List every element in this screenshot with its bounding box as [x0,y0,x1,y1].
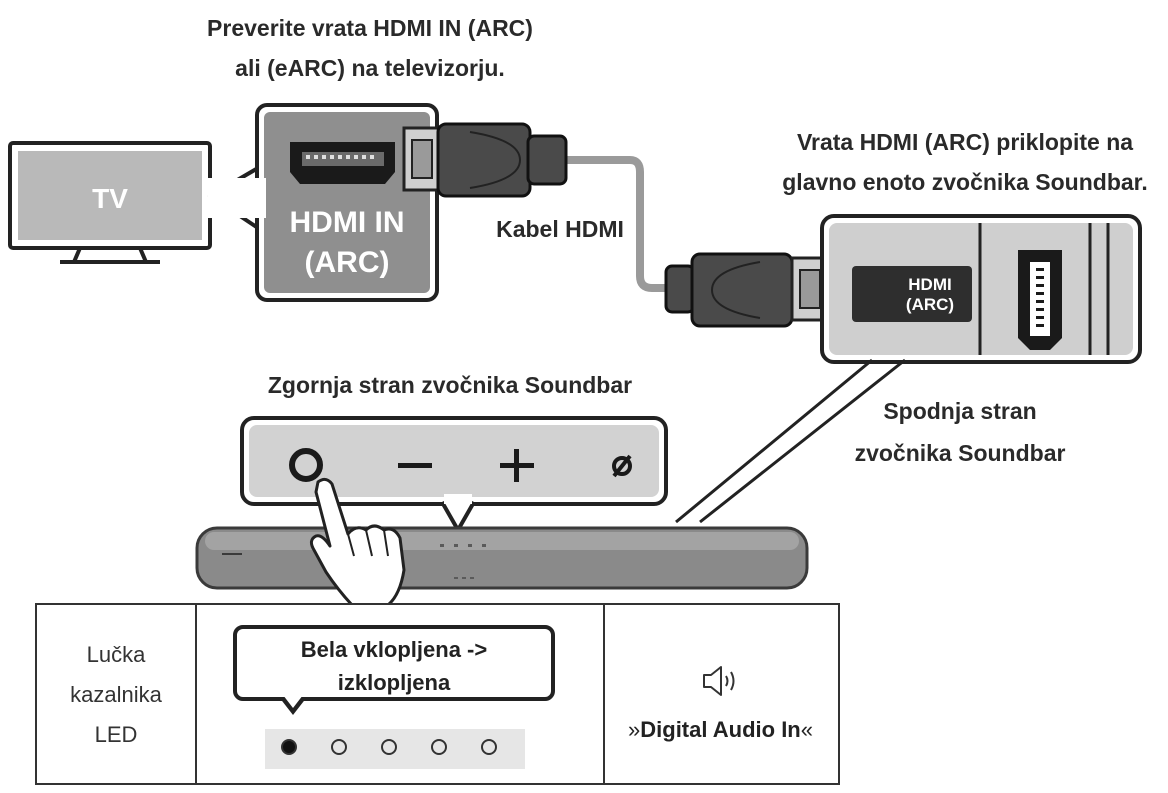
led-1 [281,739,297,755]
soundbar-body [195,526,809,590]
mode-label: »Digital Audio In« [603,717,838,743]
led-status-cell: Bela vklopljena -> izklopljena [195,605,605,783]
mode-cell: »Digital Audio In« [603,605,838,783]
tv-label: TV [92,183,128,214]
mode-name: Digital Audio In [640,717,801,742]
led-label-line2: kazalnika [70,682,162,707]
top-side-label: Zgornja stran zvočnika Soundbar [267,372,633,398]
soundbar-port-panel: HDMI (ARC) [820,214,1142,364]
connection-diagram: TV HDMI IN (ARC) [8,103,1142,605]
callout-line2: izklopljena [337,670,451,695]
mute-button-icon [612,454,632,478]
connect-line1: Vrata HDMI (ARC) priklopite na [796,129,1134,155]
bottom-pointer-lines [675,358,906,524]
led-2 [331,739,347,755]
hand-pressing-icon [309,477,406,605]
led-label-line1: Lučka [86,642,146,667]
led-3 [381,739,397,755]
tv-port-panel: HDMI IN (ARC) [208,103,439,302]
soundbar-port-label-2: (ARC) [906,295,954,314]
minus-button-icon [398,463,432,468]
mode-prefix: » [628,717,641,742]
soundbar-port-label-1: HDMI [908,275,951,294]
bottom-side-line2: zvočnika Soundbar [854,440,1066,466]
bottom-side-line1: Spodnja stran [883,398,1037,424]
speaker-sound-icon [703,666,735,696]
connect-label: Vrata HDMI (ARC) priklopite na glavno en… [775,122,1155,202]
check-port-label: Preverite vrata HDMI IN (ARC) ali (eARC)… [190,8,550,88]
mode-suffix: « [800,717,813,742]
check-port-line2: ali (eARC) na televizorju. [235,55,505,81]
cable-label: Kabel HDMI [496,216,624,242]
led-5 [481,739,497,755]
connect-line2: glavno enoto zvočnika Soundbar. [782,169,1148,195]
led-4 [431,739,447,755]
tv-port-label-1: HDMI IN [290,206,405,239]
plus-button-icon [500,449,534,482]
power-button-icon [289,448,323,482]
led-callout: Bela vklopljena -> izklopljena [233,625,555,701]
top-buttons-panel [240,416,668,532]
check-port-line1: Preverite vrata HDMI IN (ARC) [207,15,533,41]
tv-port-label-2: (ARC) [305,246,390,279]
led-strip [265,729,525,769]
led-label-line3: LED [94,722,138,747]
tv-illustration: TV [8,141,212,264]
callout-line1: Bela vklopljena -> [300,637,488,662]
bottom-side-label: Spodnja stran zvočnika Soundbar [840,390,1080,474]
led-indicator-table: Lučka kazalnika LED Bela vklopljena -> i… [35,603,840,785]
led-label-cell: Lučka kazalnika LED [37,605,197,783]
hdmi-cable [402,122,830,328]
led-label: Lučka kazalnika LED [37,635,195,755]
